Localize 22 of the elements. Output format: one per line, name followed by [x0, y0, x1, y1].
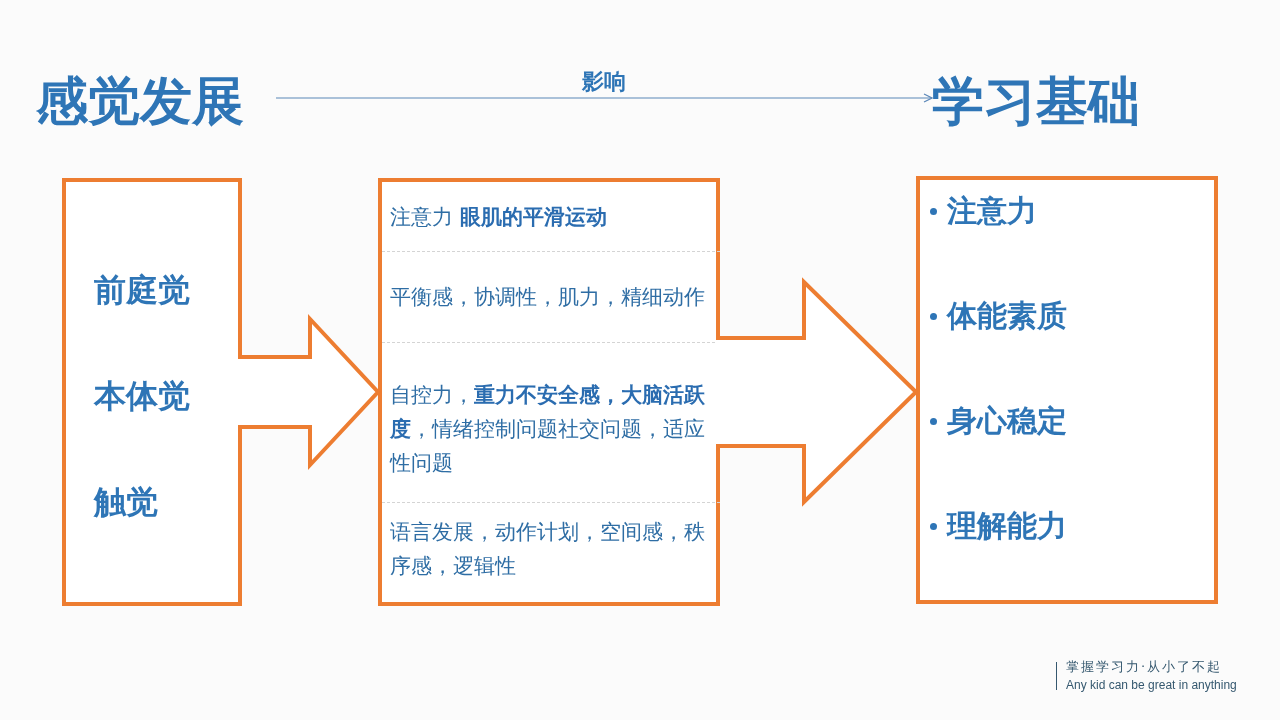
- tagline-text: 掌握学习力·从小了不起: [1066, 658, 1224, 676]
- tagline-text: Any kid can be great in anything: [1066, 677, 1237, 694]
- heading-text: 感觉发展: [36, 71, 244, 131]
- sense-label: 前庭觉: [94, 270, 190, 311]
- arrow: [275, 93, 933, 103]
- effect-text: 语言发展，动作计划，空间感，秩序感，逻辑性: [390, 519, 706, 580]
- edge-label: 影响: [582, 68, 626, 96]
- foundation-label: 身心稳定: [947, 402, 1067, 440]
- block-arrow: [714, 277, 919, 507]
- effect-text: 自控力，重力不安全感，大脑活跃度，情绪控制问题社交问题，适应性问题: [390, 382, 706, 477]
- panel-box: [378, 178, 720, 606]
- panel-box: [916, 176, 1218, 604]
- effect-text: 注意力 眼肌的平滑运动: [390, 203, 607, 231]
- effect-text: 平衡感，协调性，肌力，精细动作: [390, 284, 705, 311]
- sense-label: 触觉: [94, 482, 159, 523]
- foundation-label: 注意力: [947, 192, 1037, 230]
- block-arrow: [236, 313, 381, 471]
- heading-text: 学习基础: [932, 71, 1140, 131]
- foundation-label: 体能素质: [947, 297, 1067, 335]
- sense-label: 本体觉: [94, 376, 190, 417]
- panel-box: [62, 178, 242, 606]
- foundation-label: 理解能力: [947, 507, 1067, 545]
